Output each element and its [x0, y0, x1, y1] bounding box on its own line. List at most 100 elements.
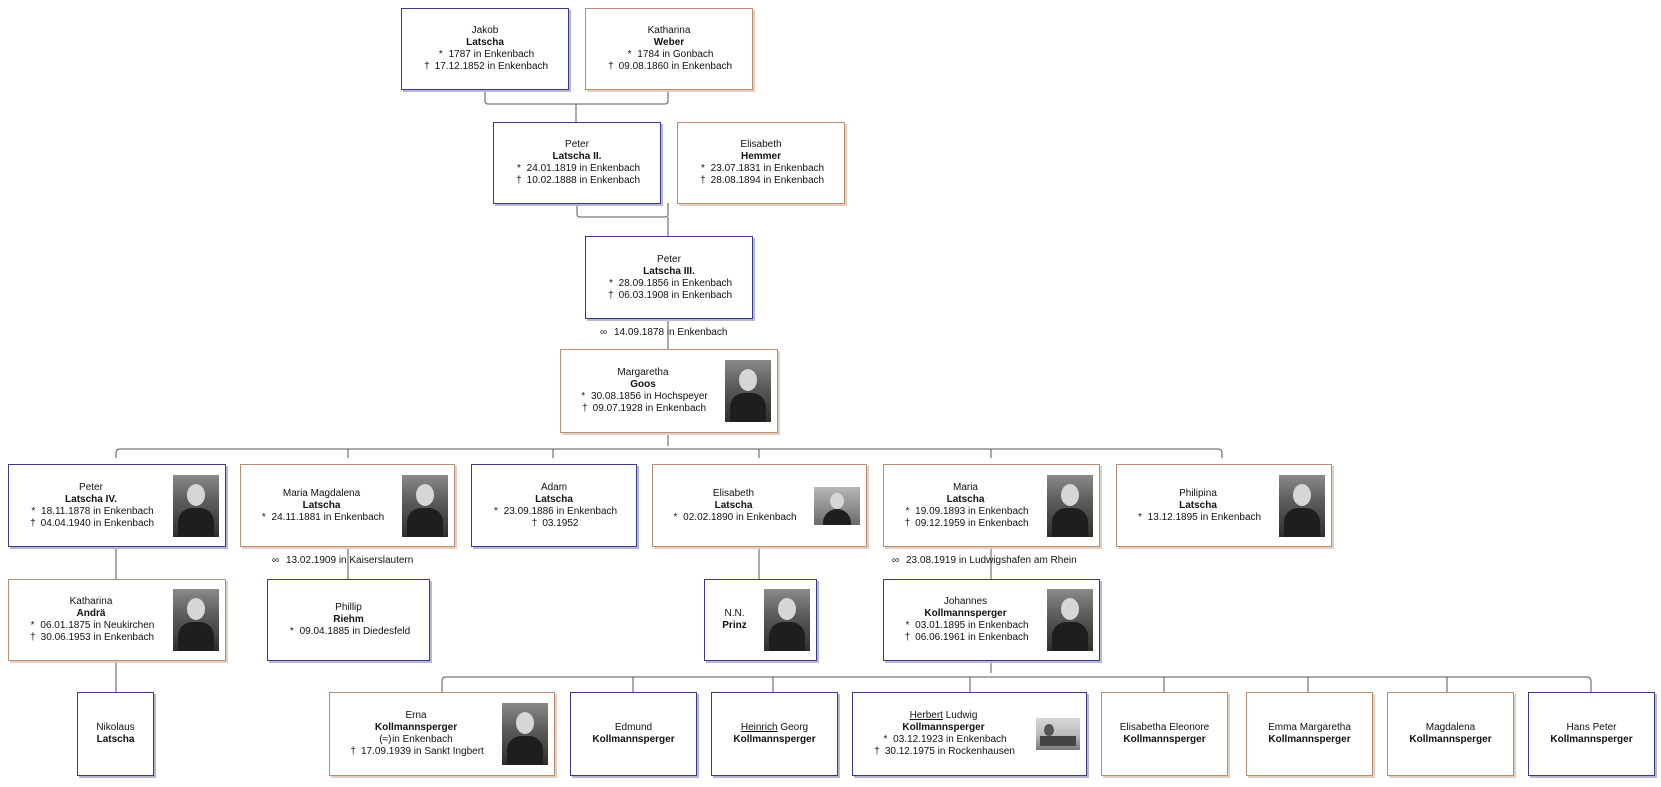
call-name: Herbert [909, 710, 943, 721]
portrait-photo[interactable] [502, 703, 548, 765]
birth-icon: * [608, 277, 613, 289]
birth-icon: * [883, 734, 888, 745]
given-name: Elisabeth [712, 487, 755, 499]
portrait-photo[interactable] [814, 486, 860, 525]
death-icon: † [30, 517, 36, 529]
death-icon: † [904, 517, 911, 529]
death-line: † 09.07.1928 in Enkenbach [580, 403, 706, 415]
birth-line: * 09.04.1885 in Diedesfeld [287, 626, 410, 638]
death-icon: † [700, 175, 706, 186]
surname: Latscha [714, 499, 753, 511]
death-line: † 09.12.1959 in Enkenbach [902, 517, 1029, 530]
birth-line: * 23.09.1886 in Enkenbach [491, 506, 617, 518]
death-icon: † [904, 632, 911, 643]
given-name: Katharina [647, 25, 691, 36]
given-name: Adam [540, 481, 568, 493]
surname: Latscha [96, 734, 135, 745]
given-name: Katharina [69, 596, 113, 607]
death-icon: † [350, 746, 356, 757]
surname: Latscha III. [643, 265, 695, 277]
birth-date-place: 28.09.1856 in Enkenbach [618, 277, 733, 289]
death-icon: † [531, 517, 538, 529]
surname: Kollmannsperger [1550, 734, 1633, 745]
given-name: Philipina [1179, 487, 1217, 499]
person-card-nn[interactable]: N.N.Prinz [704, 579, 817, 661]
birth-date-place: 24.11.1881 in Enkenbach [271, 511, 385, 523]
death-date-place: 30.06.1953 in Enkenbach [40, 632, 155, 643]
birth-date-place: 13.12.1895 in Enkenbach [1147, 511, 1262, 523]
death-date-place: 06.03.1908 in Enkenbach [618, 289, 733, 301]
surname: Kollmannsperger [592, 734, 675, 745]
portrait-photo[interactable] [725, 360, 771, 422]
given-name: Johannes [943, 596, 988, 607]
birth-line: * 23.07.1831 in Enkenbach [698, 163, 824, 175]
portrait-photo[interactable] [764, 589, 810, 651]
portrait-photo[interactable] [173, 589, 219, 651]
death-line: † 30.06.1953 in Enkenbach [28, 632, 154, 644]
portrait-photo[interactable] [1047, 589, 1093, 651]
portrait-photo[interactable] [1279, 474, 1325, 537]
birth-icon: * [289, 626, 294, 637]
given-name: Elisabetha Eleonore [1119, 722, 1210, 733]
birth-icon: * [673, 511, 678, 523]
birth-line: * 13.12.1895 in Enkenbach [1135, 512, 1261, 524]
birth-line: * 03.01.1895 in Enkenbach [902, 620, 1028, 632]
birth-line: * 24.11.1881 in Enkenbach [259, 512, 384, 524]
marriage-maria-johannes: ∞23.08.1919 in Ludwigshafen am Rhein [892, 555, 1077, 566]
portrait-photo[interactable] [173, 474, 219, 537]
portrait-photo[interactable] [1036, 718, 1080, 750]
death-date-place: 10.02.1888 in Enkenbach [526, 175, 641, 186]
birth-date-place: 30.08.1856 in Hochspeyer [591, 391, 708, 402]
birth-icon: * [700, 163, 705, 174]
surname: Latscha II. [552, 151, 602, 162]
birth-date-place: 02.02.1890 in Enkenbach [683, 511, 797, 523]
portrait-photo[interactable] [402, 474, 448, 537]
given-name: Erna [405, 710, 427, 721]
portrait-photo[interactable] [1047, 474, 1093, 537]
birth-line: * 30.08.1856 in Hochspeyer [578, 391, 708, 403]
death-date-place: 03.1952 [542, 517, 579, 529]
baptism-line: (≈) in Enkenbach [379, 734, 452, 746]
given-name: N.N. [724, 608, 745, 619]
birth-icon: * [30, 620, 35, 631]
birth-line: * 1784 in Gonbach [625, 49, 714, 61]
